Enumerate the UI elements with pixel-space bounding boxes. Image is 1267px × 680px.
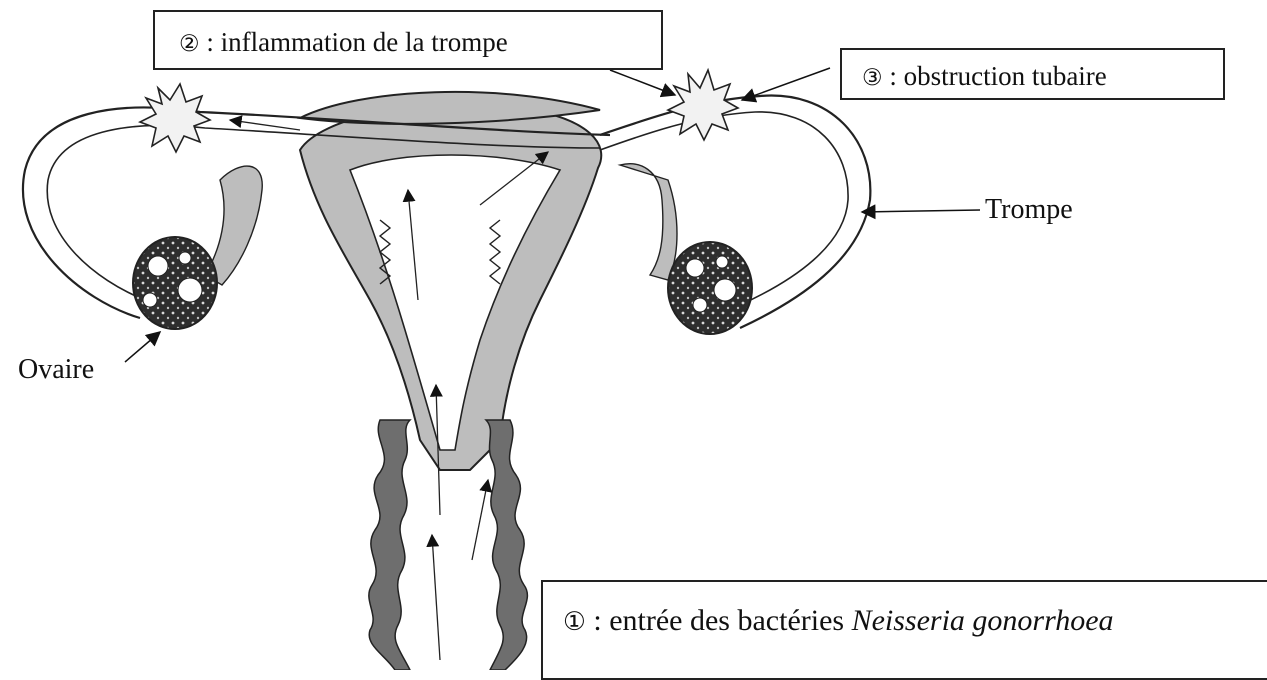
step-2-number: ② xyxy=(179,31,200,57)
ovary-right xyxy=(668,242,752,334)
step-3-text: : obstruction tubaire xyxy=(883,61,1107,91)
label-trompe: Trompe xyxy=(985,194,1073,226)
label-obstruction: ③ : obstruction tubaire xyxy=(840,48,1225,100)
inflammation-burst-left xyxy=(140,84,210,152)
step-1-text: : entrée des bactéries xyxy=(586,604,852,637)
vaginal-wall-left xyxy=(369,420,410,670)
step-2-text: : inflammation de la trompe xyxy=(200,27,508,57)
step-1-number: ① xyxy=(563,607,586,637)
inflammation-burst-right xyxy=(668,70,738,140)
vaginal-wall-right xyxy=(486,420,527,670)
label-bacteria-entry: ① : entrée des bactéries Neisseria gonor… xyxy=(541,580,1267,680)
step-3-number: ③ xyxy=(862,65,883,91)
step-1-species: Neisseria gonorrhoea xyxy=(852,604,1114,637)
ovarian-ligament-right xyxy=(620,164,677,280)
label-inflammation: ② : inflammation de la trompe xyxy=(153,10,663,70)
ovary-left xyxy=(133,237,217,329)
label-ovaire: Ovaire xyxy=(18,354,94,386)
